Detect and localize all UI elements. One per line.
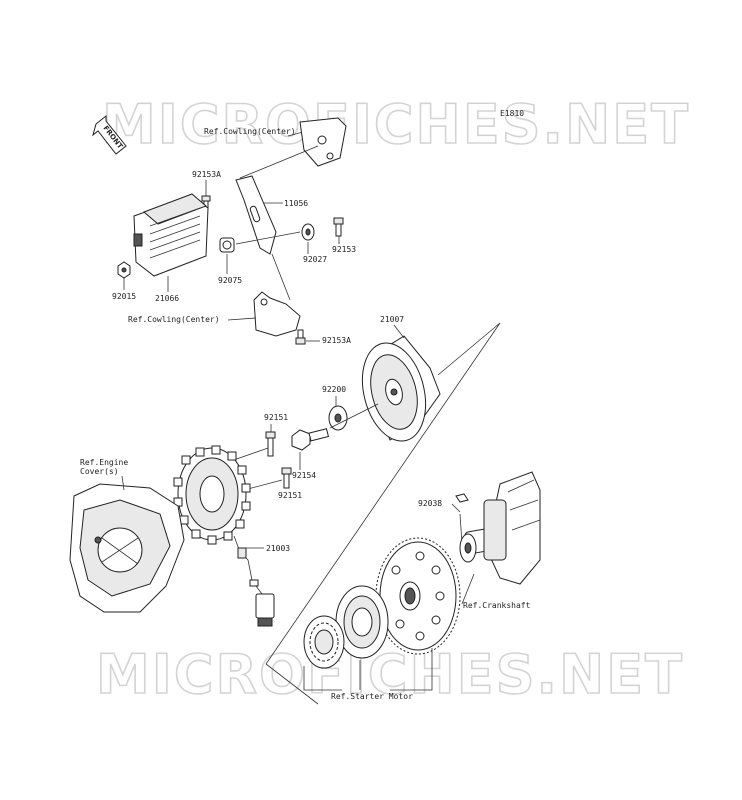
starter-clutch — [335, 585, 389, 659]
bolt-92153 — [333, 217, 344, 237]
ref-cowling-center-bottom: Ref.Cowling(Center) — [128, 315, 220, 324]
regulator-21066 — [133, 193, 209, 277]
part-92153a-top: 92153A — [192, 170, 221, 179]
stator — [173, 445, 251, 545]
key-92038 — [455, 493, 469, 503]
part-92075: 92075 — [218, 276, 242, 285]
ref-engine-cover-line2: Cover(s) — [80, 467, 119, 476]
bolt-92151-bottom — [281, 467, 292, 489]
starter-gear — [375, 537, 461, 655]
part-92038: 92038 — [418, 499, 442, 508]
damper-92075 — [219, 237, 235, 253]
part-21003: 21003 — [266, 544, 290, 553]
cowling-bracket-bottom — [253, 291, 301, 337]
part-21007: 21007 — [380, 315, 404, 324]
bracket-11056 — [235, 175, 277, 255]
part-92027: 92027 — [303, 255, 327, 264]
rotor-21007 — [361, 335, 441, 442]
ref-starter-motor: Ref.Starter Motor — [331, 692, 413, 701]
stator-connector — [237, 547, 275, 627]
part-92153: 92153 — [332, 245, 356, 254]
collar-92027 — [301, 223, 315, 241]
diagram-code: E1810 — [500, 109, 524, 118]
part-92015: 92015 — [112, 292, 136, 301]
crankshaft — [459, 471, 541, 585]
watermark-top: MICROFICHES.NET — [102, 93, 690, 156]
washer-92200 — [328, 405, 348, 431]
watermark-bottom: MICROFICHES.NET — [96, 643, 684, 706]
part-92153a-bottom: 92153A — [322, 336, 351, 345]
one-way-clutch — [303, 615, 345, 669]
part-92151-bottom: 92151 — [278, 491, 302, 500]
ref-cowling-center-top: Ref.Cowling(Center) — [204, 127, 296, 136]
part-21066: 21066 — [155, 294, 179, 303]
part-92151-top: 92151 — [264, 413, 288, 422]
cowling-bracket-top — [299, 117, 347, 167]
nut-92015 — [117, 261, 131, 279]
engine-cover — [69, 483, 185, 613]
part-92154: 92154 — [292, 471, 316, 480]
ref-crankshaft: Ref.Crankshaft — [463, 601, 531, 610]
bolt-92154 — [291, 428, 330, 451]
part-11056: 11056 — [284, 199, 308, 208]
ref-engine-cover-line1: Ref.Engine — [80, 458, 128, 467]
bolt-92153a-bottom — [295, 329, 306, 345]
bolt-92151-top — [265, 431, 276, 457]
part-92200: 92200 — [322, 385, 346, 394]
